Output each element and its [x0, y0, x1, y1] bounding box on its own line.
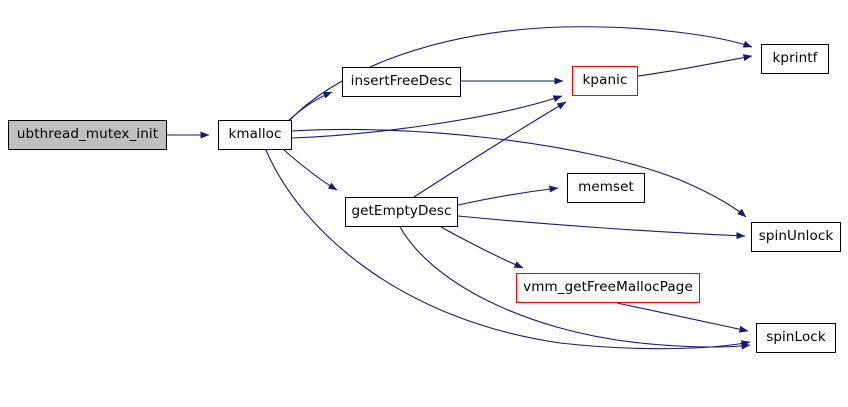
- node-ubthread-mutex-init[interactable]: ubthread_mutex_init: [8, 120, 167, 150]
- edge-vmm_getFreeMallocPage-spinLock: [616, 302, 749, 333]
- edge-getEmptyDesc-vmm_getFreeMallocPage: [440, 226, 524, 269]
- node-spin-unlock[interactable]: spinUnlock: [751, 222, 841, 252]
- node-memset[interactable]: memset: [567, 173, 645, 203]
- node-label-kpanic: kpanic: [582, 71, 628, 88]
- node-kpanic[interactable]: kpanic: [572, 66, 638, 96]
- edge-kmalloc-kprintf: [288, 26, 753, 122]
- node-vmm-get-free-malloc-page[interactable]: vmm_getFreeMallocPage: [516, 273, 700, 303]
- node-label-spin-unlock: spinUnlock: [758, 227, 834, 244]
- edge-kmalloc-spinUnlock: [291, 128, 747, 218]
- node-kprintf[interactable]: kprintf: [761, 44, 829, 74]
- node-label-get-empty-desc: getEmptyDesc: [351, 202, 452, 219]
- node-label-ubthread-mutex-init: ubthread_mutex_init: [16, 125, 159, 142]
- edge-kmalloc-spinLock: [265, 149, 751, 350]
- node-spin-lock[interactable]: spinLock: [756, 323, 836, 353]
- edge-kpanic-kprintf: [637, 54, 753, 77]
- node-insert-free-desc[interactable]: insertFreeDesc: [342, 67, 461, 97]
- edge-kmalloc-getEmptyDesc: [283, 149, 338, 191]
- node-label-insert-free-desc: insertFreeDesc: [350, 72, 453, 89]
- node-label-memset: memset: [578, 178, 634, 195]
- node-kmalloc[interactable]: kmalloc: [218, 120, 292, 150]
- node-label-spin-lock: spinLock: [766, 328, 826, 345]
- edge-kmalloc-kpanic: [291, 95, 563, 139]
- edge-kmalloc-insertFreeDesc: [287, 91, 333, 122]
- node-label-kprintf: kprintf: [772, 49, 818, 66]
- node-label-vmm-get-free-malloc-page: vmm_getFreeMallocPage: [523, 278, 693, 295]
- edge-getEmptyDesc-spinUnlock: [457, 215, 746, 240]
- edge-getEmptyDesc-spinLock: [399, 226, 751, 350]
- node-label-kmalloc: kmalloc: [228, 125, 282, 142]
- edge-getEmptyDesc-kpanic: [413, 101, 567, 198]
- edge-getEmptyDesc-memset: [457, 185, 559, 206]
- node-get-empty-desc[interactable]: getEmptyDesc: [345, 197, 458, 227]
